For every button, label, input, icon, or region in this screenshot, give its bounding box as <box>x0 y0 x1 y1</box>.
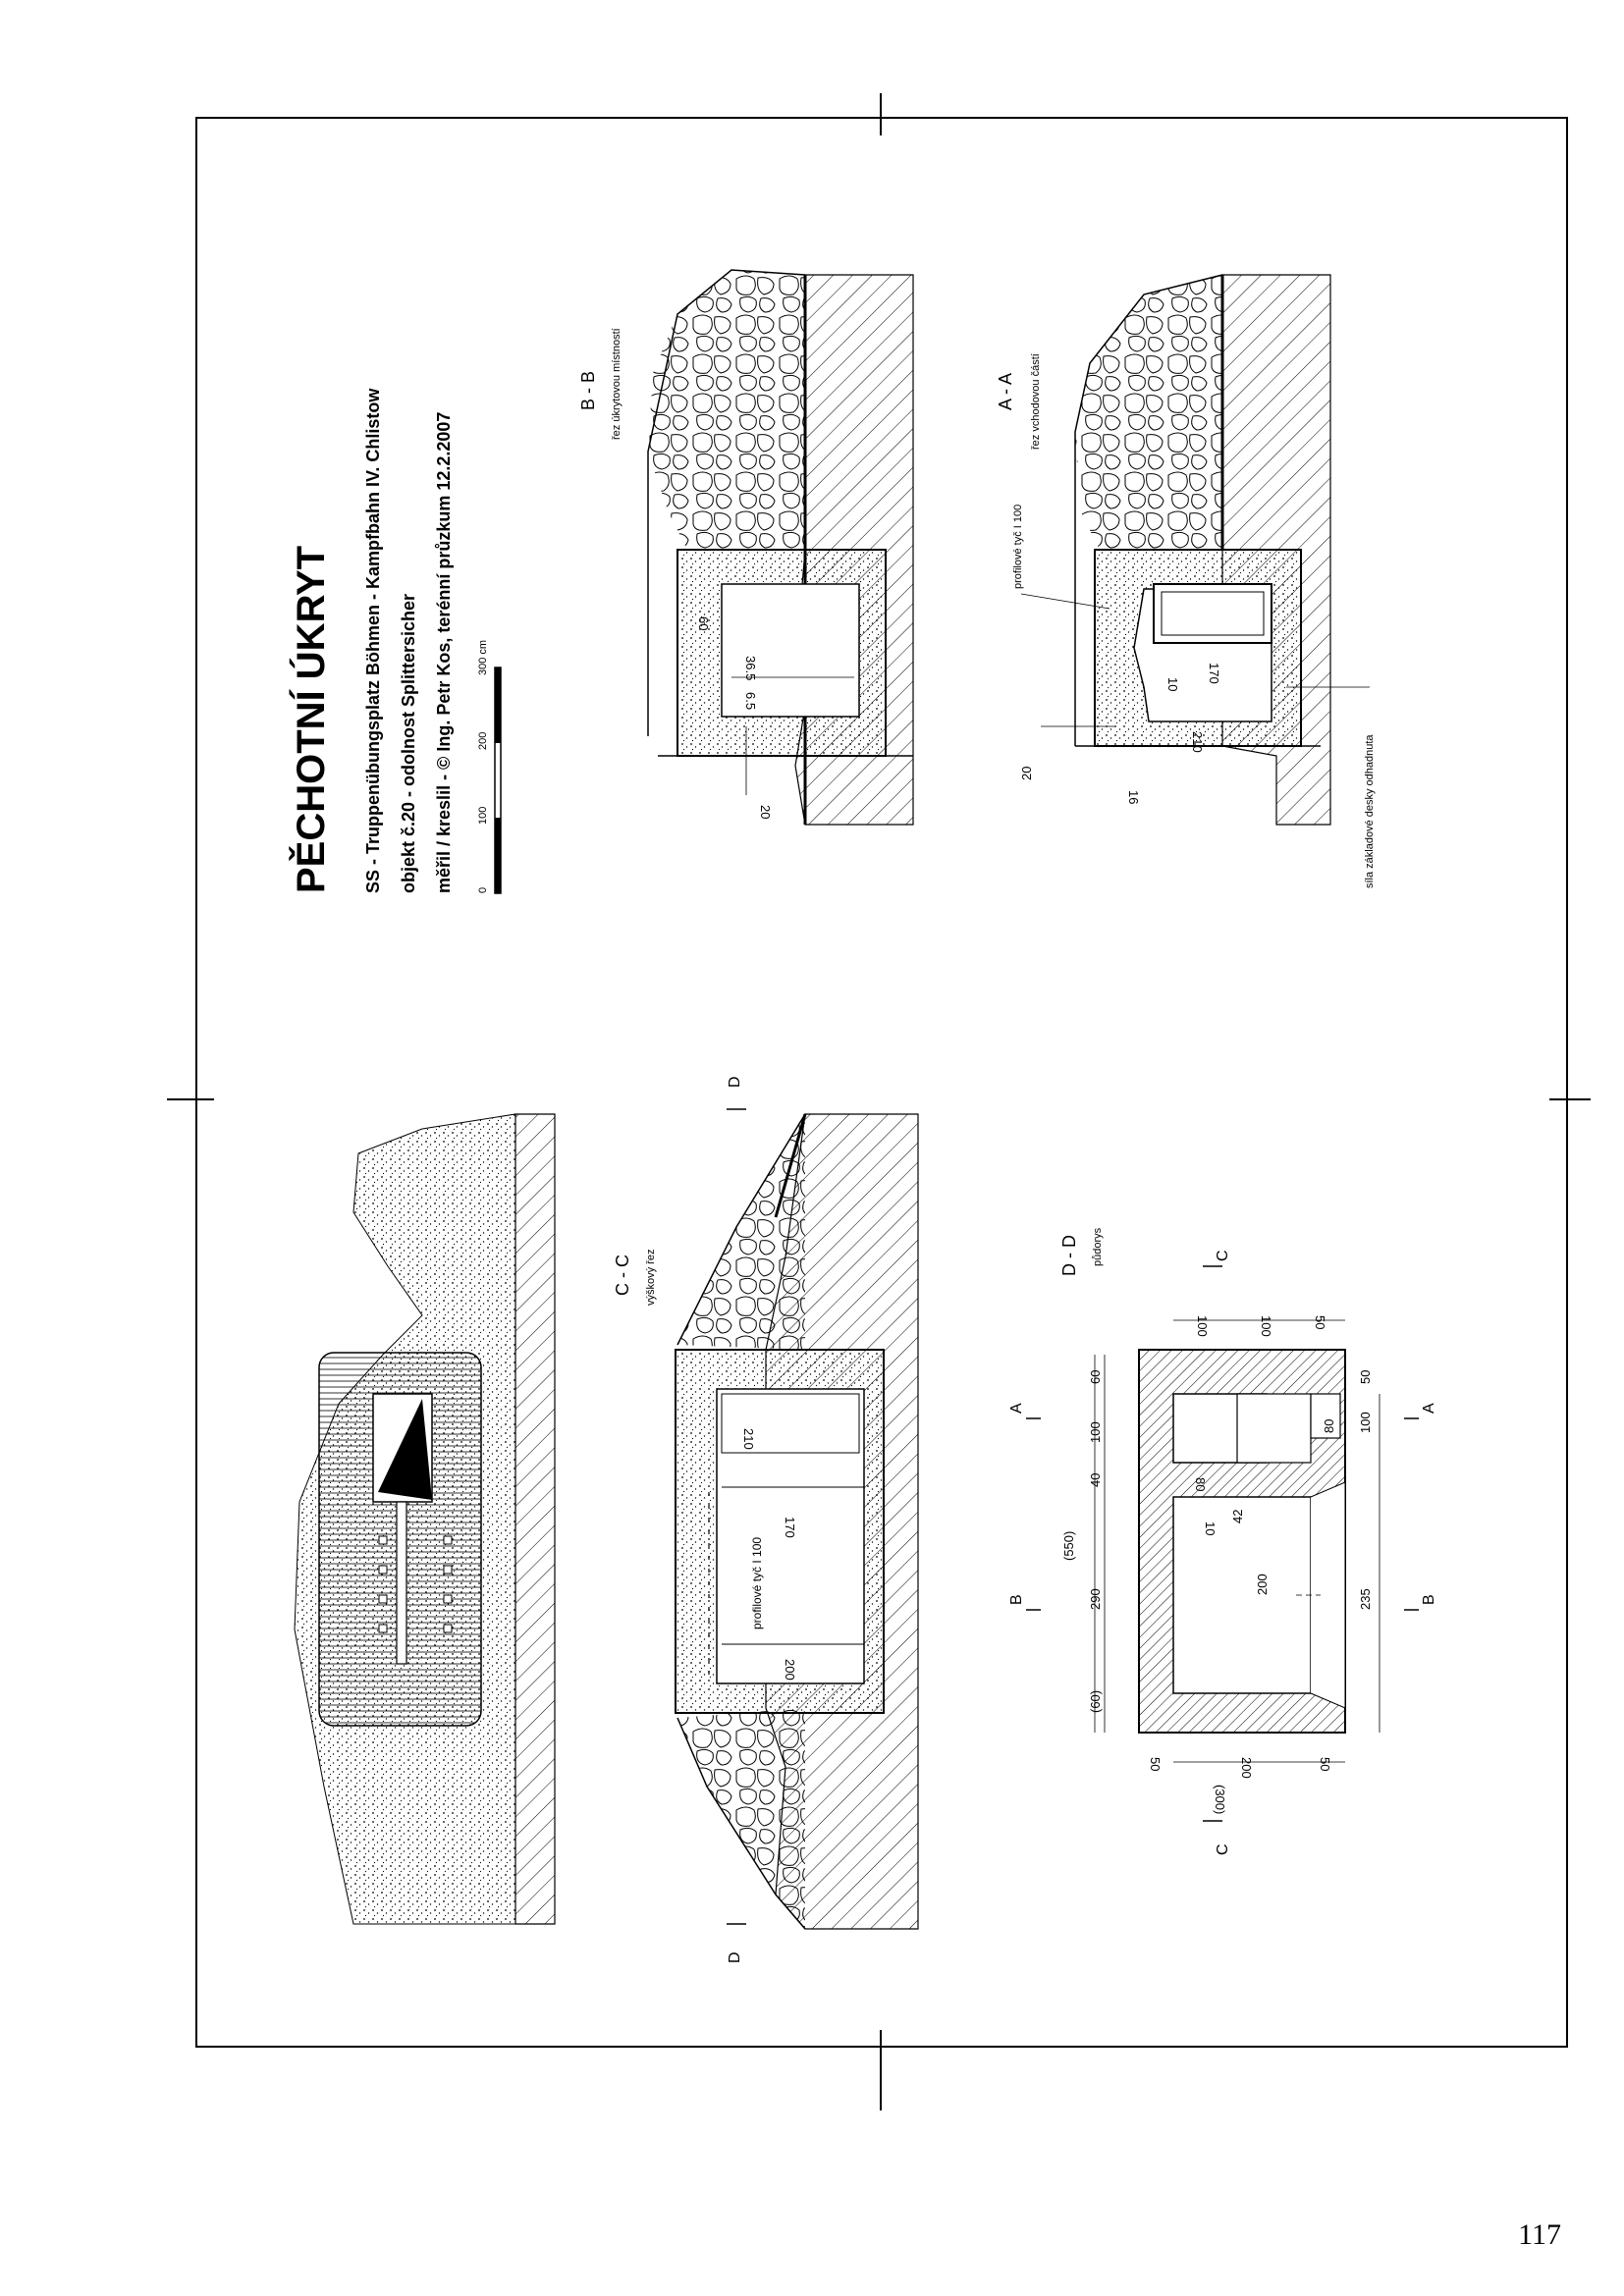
rock-fill-cc <box>677 1114 805 1350</box>
elevation-view <box>294 1113 556 1925</box>
terrain-outline-aa <box>1074 274 1223 746</box>
title-line-3: měřil / kreslil - © Ing. Petr Kos, terén… <box>434 412 454 893</box>
cc-dim-210: 210 <box>741 1428 756 1450</box>
cut-marker-c-bottom: C <box>1203 1820 1231 1855</box>
svg-text:B: B <box>1421 1594 1437 1605</box>
door-frame-aa <box>1153 583 1272 644</box>
cc-profile-label: profilové tyč I 100 <box>750 1537 764 1629</box>
svg-text:A: A <box>1008 1403 1025 1414</box>
section-cc: C - C výškový řez profilové tyč I 100 21… <box>613 1076 919 1963</box>
cc-dim-170: 170 <box>783 1517 797 1538</box>
rock-fill-bb <box>648 270 805 550</box>
dd-dim-200b: 200 <box>1239 1757 1254 1779</box>
bb-dim-20: 20 <box>758 805 773 819</box>
svg-text:C: C <box>1215 1250 1231 1261</box>
dd-dim-100a: 100 <box>1088 1421 1103 1443</box>
dd-dim-10: 10 <box>1203 1522 1218 1535</box>
dd-dim-300: (300) <box>1213 1785 1227 1814</box>
cut-marker-b-left: B <box>1008 1594 1041 1611</box>
title-block: PĚCHOTNÍ ÚKRYT SS - Truppenübungsplatz B… <box>288 388 502 894</box>
cut-marker-d-bottom: D <box>727 1923 746 1963</box>
dd-dim-42: 42 <box>1230 1510 1245 1523</box>
dd-dim-100d: 100 <box>1259 1315 1273 1337</box>
title-line-2: objekt č.20 - odolnost Splittersicher <box>399 594 418 893</box>
dd-dim-80a: 80 <box>1193 1477 1208 1491</box>
embrasure <box>396 1501 407 1665</box>
bb-dim-6-5: 6.5 <box>743 692 758 710</box>
section-dd-title: D - D <box>1059 1235 1079 1276</box>
svg-text:D: D <box>727 1076 743 1088</box>
vent-marks <box>378 1535 453 1633</box>
section-bb: B - B řez úkrytovou místností 60 36.5 6.… <box>578 269 914 826</box>
terrain-outline-cc <box>677 1113 806 1346</box>
section-dd-plan: D - D půdorys 60 100 40 (550) 290 (60) 8… <box>1008 1227 1437 1855</box>
dd-dim-550: (550) <box>1061 1531 1076 1561</box>
section-bb-title: B - B <box>578 371 598 410</box>
dd-dim-80b: 80 <box>1322 1419 1336 1433</box>
dd-dim-100b: 100 <box>1358 1412 1373 1433</box>
section-aa-title: A - A <box>996 373 1015 410</box>
rock-fill-aa <box>1075 275 1222 550</box>
cut-marker-c-top: C <box>1203 1250 1231 1267</box>
aa-profile-label: profilové tyč I 100 <box>1012 505 1024 589</box>
title-line-1: SS - Truppenübungsplatz Böhmen - Kampfba… <box>363 388 383 893</box>
dd-dim-235: 235 <box>1358 1588 1373 1610</box>
room-bb <box>721 583 860 718</box>
cc-dim-200: 200 <box>783 1659 797 1681</box>
section-aa: A - A řez vchodovou částí profilové tyč … <box>996 274 1376 888</box>
registration-marks <box>167 93 1591 2110</box>
plan-room <box>1172 1496 1312 1694</box>
scale-tick-0: 0 <box>477 887 489 893</box>
scale-bar: 0 100 200 300 cm <box>477 640 502 894</box>
bb-dim-60: 60 <box>696 616 711 630</box>
svg-text:A: A <box>1421 1403 1437 1414</box>
cut-marker-d-top: D <box>727 1076 746 1110</box>
dd-dim-290: 290 <box>1088 1588 1103 1610</box>
cut-marker-a-right: A <box>1404 1403 1437 1419</box>
cut-marker-b-right: B <box>1404 1594 1437 1611</box>
svg-text:D: D <box>727 1951 743 1963</box>
aa-bottom-note: síla základové desky odhadnuta <box>1364 734 1376 888</box>
dd-dim-60a: 60 <box>1088 1370 1103 1384</box>
dd-dim-40: 40 <box>1088 1473 1103 1487</box>
svg-text:C: C <box>1215 1843 1231 1855</box>
section-cc-caption: výškový řez <box>645 1250 657 1306</box>
aa-dim-16: 16 <box>1126 790 1141 804</box>
page-number: 117 <box>1518 2218 1561 2251</box>
dd-dim-50b: 50 <box>1313 1315 1327 1329</box>
dd-dim-200: 200 <box>1255 1574 1270 1595</box>
scale-tick-100: 100 <box>477 807 489 825</box>
section-dd-caption: půdorys <box>1092 1227 1104 1266</box>
ground-hatch-elev <box>514 1113 556 1925</box>
dd-dim-100c: 100 <box>1195 1315 1210 1337</box>
dd-dim-60b: (60) <box>1088 1690 1103 1713</box>
section-bb-caption: řez úkrytovou místností <box>611 328 623 440</box>
terrain-outline-bb <box>647 269 806 736</box>
bb-dim-36-5: 36.5 <box>743 656 758 680</box>
dd-dim-50d: 50 <box>1318 1757 1332 1771</box>
svg-text:B: B <box>1008 1594 1025 1605</box>
section-aa-caption: řez vchodovou částí <box>1030 353 1042 450</box>
aa-dim-20: 20 <box>1019 767 1034 780</box>
scale-tick-200: 200 <box>477 732 489 750</box>
aa-dim-170: 170 <box>1207 663 1221 684</box>
scale-tick-300: 300 cm <box>477 640 489 675</box>
dd-dim-50a: 50 <box>1358 1370 1373 1384</box>
rock-fill-cc-low <box>677 1708 805 1929</box>
aa-dim-210: 210 <box>1190 731 1205 753</box>
section-cc-title: C - C <box>613 1255 632 1296</box>
aa-dim-10: 10 <box>1165 677 1180 691</box>
dd-dim-50c: 50 <box>1148 1757 1163 1771</box>
drawing-title: PĚCHOTNÍ ÚKRYT <box>288 546 333 893</box>
cut-marker-a-left: A <box>1008 1403 1041 1419</box>
